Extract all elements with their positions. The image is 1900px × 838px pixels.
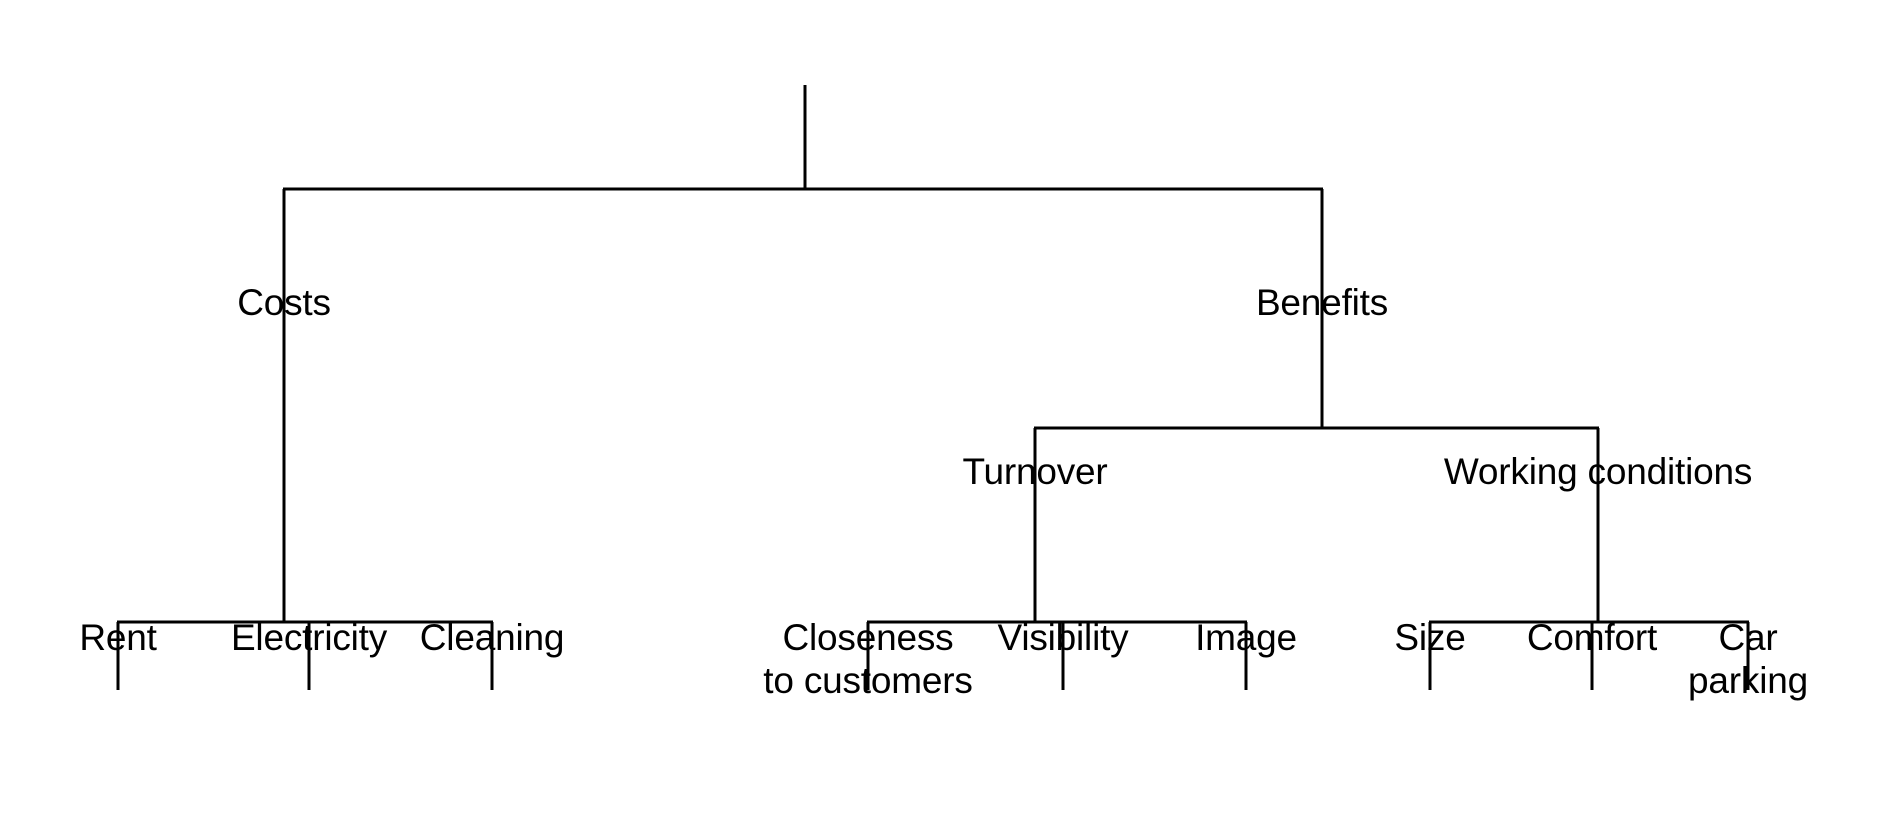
node-size[interactable]: Size <box>1394 616 1465 659</box>
node-size-label: Size <box>1394 617 1466 658</box>
node-benefits-label: Benefits <box>1255 282 1389 323</box>
node-costs[interactable]: Costs <box>237 281 331 324</box>
node-electricity-label: Electricity <box>230 617 388 658</box>
node-electricity[interactable]: Electricity <box>231 616 387 659</box>
node-image-label: Image <box>1195 617 1297 658</box>
node-car-parking-label-line2: parking <box>1688 660 1808 701</box>
node-visibility-label: Visibility <box>997 617 1129 658</box>
node-closeness-label-line1: Closeness <box>782 617 954 658</box>
node-comfort-label: Comfort <box>1526 617 1658 658</box>
node-visibility[interactable]: Visibility <box>998 616 1129 659</box>
node-car-parking[interactable]: Car parking <box>1688 616 1808 702</box>
node-turnover-label: Turnover <box>962 451 1108 492</box>
node-comfort[interactable]: Comfort <box>1527 616 1657 659</box>
node-cleaning[interactable]: Cleaning <box>419 616 565 659</box>
node-image[interactable]: Image <box>1195 616 1297 659</box>
node-cleaning-label: Cleaning <box>419 617 565 658</box>
node-working-conditions[interactable]: Working conditions <box>1443 450 1753 493</box>
node-car-parking-label-line1: Car <box>1718 617 1778 658</box>
node-rent-label: Rent <box>79 617 157 658</box>
node-working-conditions-label: Working conditions <box>1443 451 1753 492</box>
node-benefits[interactable]: Benefits <box>1256 281 1388 324</box>
node-turnover[interactable]: Turnover <box>962 450 1107 493</box>
node-rent[interactable]: Rent <box>79 616 157 659</box>
node-closeness-label-line2: to customers <box>763 660 973 701</box>
node-closeness-to-customers[interactable]: Closeness to customers <box>763 616 973 702</box>
node-costs-label: Costs <box>237 282 331 323</box>
